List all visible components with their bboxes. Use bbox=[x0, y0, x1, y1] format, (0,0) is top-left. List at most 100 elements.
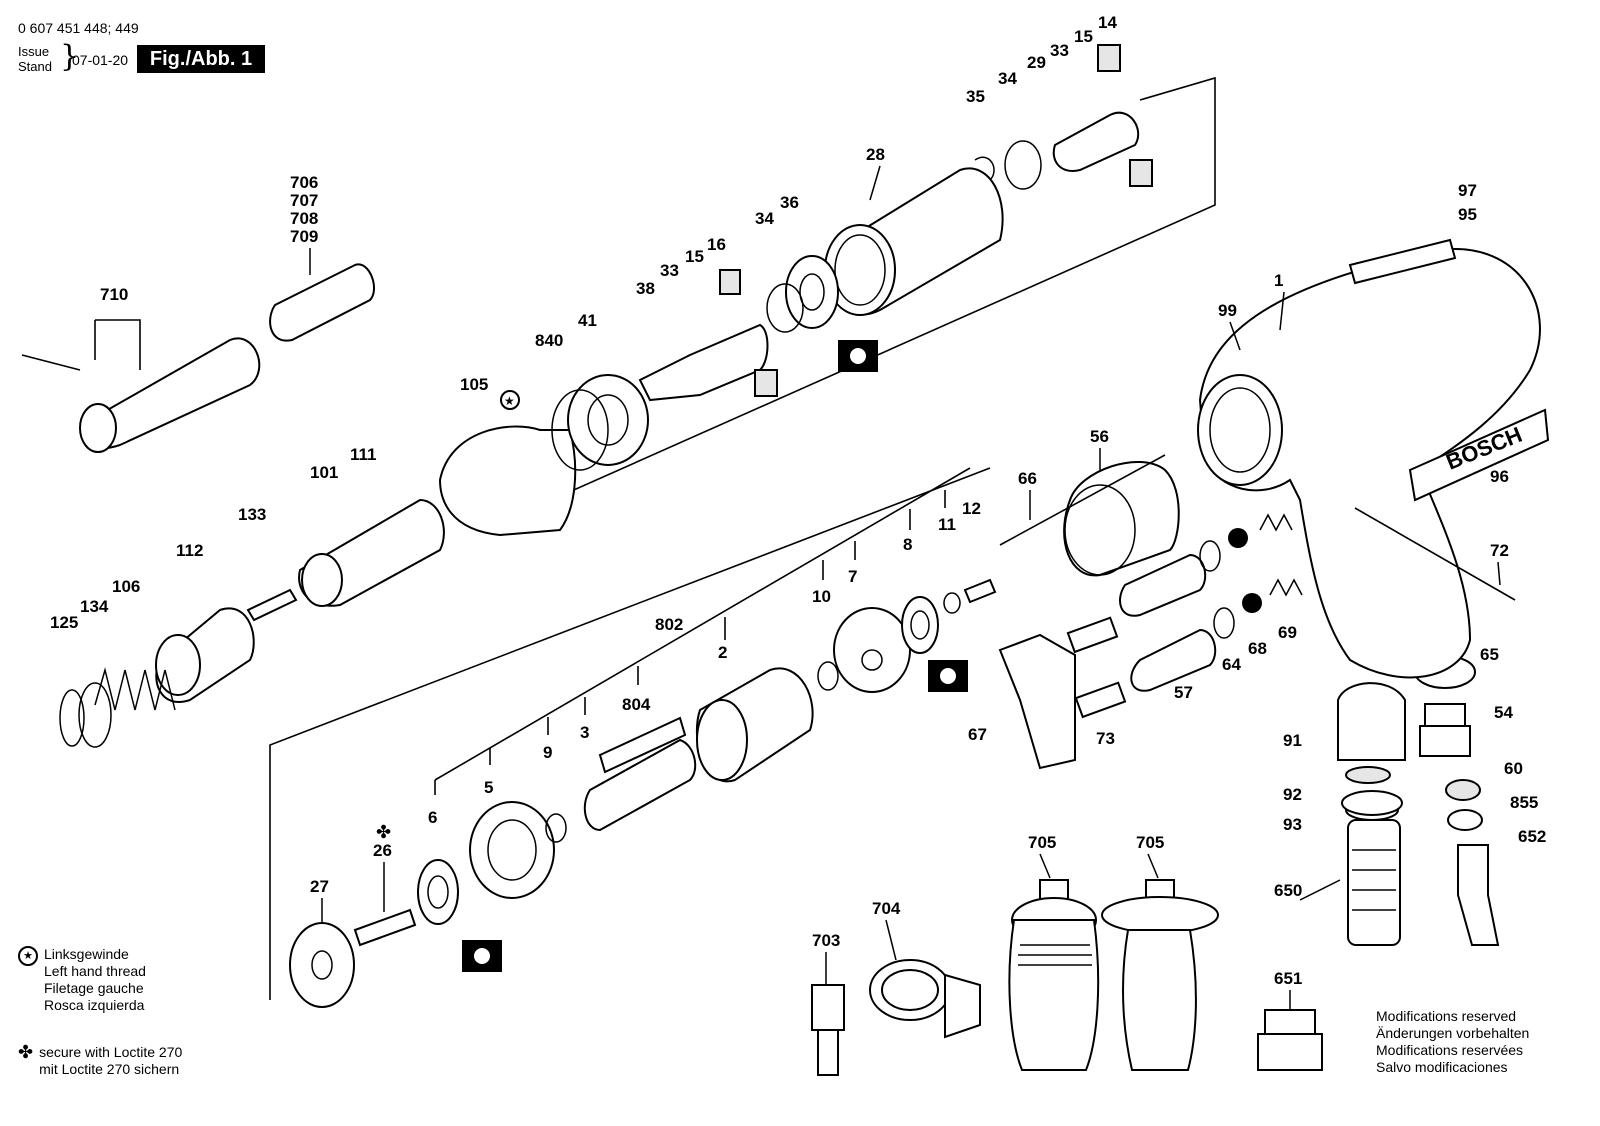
callout-labels: 706 707 708 709 710 14 15 33 29 34 35 28… bbox=[50, 13, 1546, 988]
callout-5: 5 bbox=[484, 778, 493, 797]
four-leaf-clover-icon: ✤ bbox=[376, 822, 391, 843]
callout-6: 6 bbox=[428, 808, 437, 827]
callout-134: 134 bbox=[80, 597, 109, 616]
callout-68: 68 bbox=[1248, 639, 1267, 658]
callout-38: 38 bbox=[636, 279, 655, 298]
part-69-spring-a bbox=[1259, 513, 1293, 532]
callout-650: 650 bbox=[1274, 881, 1302, 900]
callout-93: 93 bbox=[1283, 815, 1302, 834]
callout-29: 29 bbox=[1027, 53, 1046, 72]
part-26-shaft bbox=[353, 908, 417, 947]
callout-3: 3 bbox=[580, 723, 589, 742]
callout-72: 72 bbox=[1490, 541, 1509, 560]
part-73-a bbox=[1066, 616, 1119, 654]
callout-2: 2 bbox=[718, 643, 727, 662]
part-gear-right bbox=[1129, 159, 1153, 187]
part-60-screen bbox=[1445, 779, 1481, 801]
part-133-screw bbox=[246, 588, 298, 622]
callout-26: 26 bbox=[373, 841, 392, 860]
part-3-rotor bbox=[583, 738, 697, 832]
callout-65: 65 bbox=[1480, 645, 1499, 664]
modifications-line: Änderungen vorbehalten bbox=[1376, 1025, 1530, 1041]
callout-125: 125 bbox=[50, 613, 78, 632]
part-7-plate bbox=[833, 607, 911, 693]
callout-705a: 705 bbox=[1028, 833, 1056, 852]
callout-15b: 15 bbox=[685, 247, 704, 266]
part-91 bbox=[1337, 682, 1406, 761]
callout-652: 652 bbox=[1518, 827, 1546, 846]
part-705-a bbox=[1008, 879, 1100, 1071]
part-67 bbox=[998, 633, 1076, 770]
callout-36: 36 bbox=[780, 193, 799, 212]
part-651 bbox=[1257, 1009, 1323, 1071]
part-804-vane bbox=[598, 716, 687, 774]
callout-67: 67 bbox=[968, 725, 987, 744]
callout-28: 28 bbox=[866, 145, 885, 164]
modifications-notice: Modifications reserved Änderungen vorbeh… bbox=[1376, 1008, 1529, 1076]
group-bracket-802 bbox=[434, 467, 971, 795]
figure-label: Fig./Abb. 1 bbox=[137, 45, 265, 73]
callout-704: 704 bbox=[872, 899, 901, 918]
callout-706: 706 bbox=[290, 173, 318, 192]
part-93-oring bbox=[1341, 790, 1403, 816]
lower-frame-line bbox=[269, 467, 991, 1000]
callout-92: 92 bbox=[1283, 785, 1302, 804]
part-105 bbox=[438, 425, 577, 537]
callout-64: 64 bbox=[1222, 655, 1241, 674]
legend-left-hand-thread: ★ Linksgewinde Left hand thread Filetage… bbox=[18, 946, 146, 1014]
part-34-washer-a bbox=[766, 283, 804, 333]
part-72-pin bbox=[1354, 507, 1516, 601]
brace-symbol: } bbox=[60, 39, 80, 74]
part-8-bearing bbox=[901, 596, 939, 654]
callout-12: 12 bbox=[962, 499, 981, 518]
part-gear-lower bbox=[754, 369, 778, 397]
legend-line: Left hand thread bbox=[44, 963, 146, 979]
part-56 bbox=[999, 454, 1180, 577]
part-6-bearing bbox=[417, 859, 459, 925]
svg-text:★: ★ bbox=[504, 394, 515, 408]
part-106-spring bbox=[94, 667, 176, 711]
part-69-spring-b bbox=[1269, 578, 1303, 597]
document-number: 0 607 451 448; 449 bbox=[18, 20, 139, 36]
part-38-carrier bbox=[638, 323, 769, 402]
callout-33: 33 bbox=[1050, 41, 1069, 60]
part-705-b bbox=[1101, 879, 1219, 1071]
legend-loctite: ✤ secure with Loctite 270 mit Loctite 27… bbox=[18, 1044, 182, 1078]
callout-57: 57 bbox=[1174, 683, 1193, 702]
callout-112: 112 bbox=[176, 541, 203, 560]
callout-34b: 34 bbox=[755, 209, 774, 228]
callout-16: 16 bbox=[707, 235, 726, 254]
callout-35: 35 bbox=[966, 87, 985, 106]
group-bracket-710 bbox=[94, 319, 141, 370]
star-in-circle-icon: ★ bbox=[500, 390, 520, 410]
modifications-line: Modifications reserved bbox=[1376, 1008, 1517, 1024]
callout-855: 855 bbox=[1510, 793, 1538, 812]
callout-8: 8 bbox=[903, 535, 912, 554]
part-703 bbox=[811, 984, 845, 1076]
issue-stand-label: Issue Stand bbox=[18, 44, 52, 74]
callout-73: 73 bbox=[1096, 729, 1115, 748]
part-11-ring bbox=[943, 592, 961, 614]
part-840-ring bbox=[551, 389, 609, 471]
part-34-washer-b bbox=[1004, 140, 1042, 190]
issue-label: Issue bbox=[18, 44, 50, 59]
part-5-plate bbox=[469, 801, 555, 899]
callout-10: 10 bbox=[812, 587, 831, 606]
tool-symbol-icon bbox=[928, 660, 968, 692]
callout-133: 133 bbox=[238, 505, 266, 524]
part-54 bbox=[1419, 703, 1471, 757]
callout-840: 840 bbox=[535, 331, 563, 350]
callout-651: 651 bbox=[1274, 969, 1302, 988]
part-652 bbox=[1457, 844, 1500, 946]
part-28 bbox=[824, 167, 1004, 316]
part-64-ring-b bbox=[1213, 607, 1235, 639]
part-68-ball-a bbox=[1228, 528, 1248, 548]
part-57 bbox=[1119, 553, 1217, 692]
callout-106: 106 bbox=[112, 577, 140, 596]
callout-101: 101 bbox=[310, 463, 338, 482]
part-650 bbox=[1345, 799, 1401, 946]
callout-709: 709 bbox=[290, 227, 318, 246]
part-92-screen bbox=[1345, 766, 1391, 784]
part-96-badge bbox=[1408, 408, 1550, 502]
